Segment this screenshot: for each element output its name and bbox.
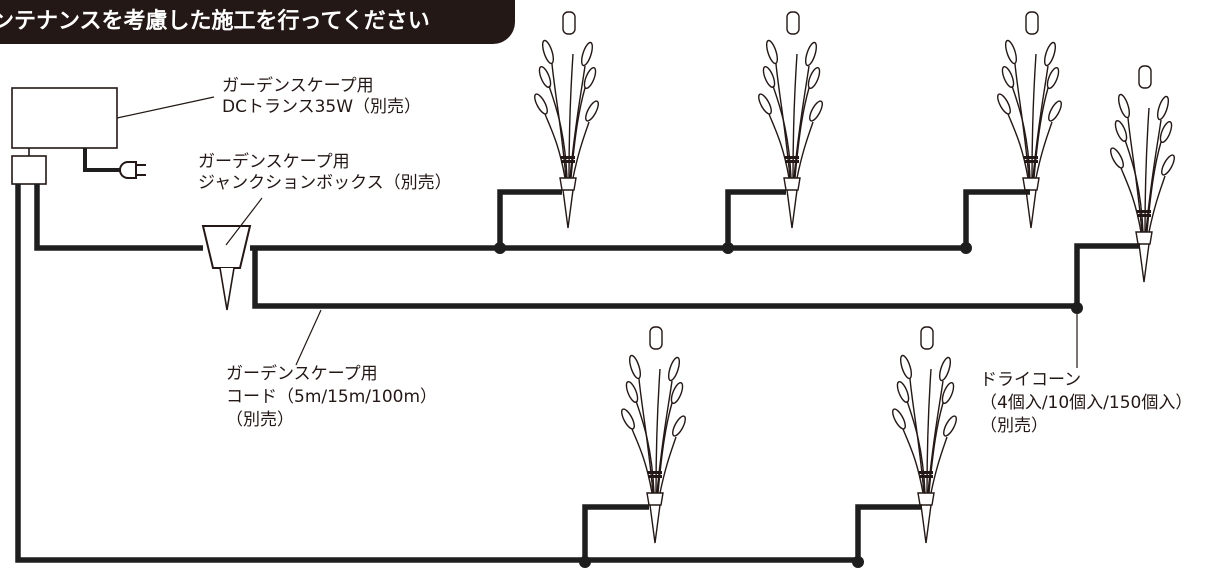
feeder-2 bbox=[725, 189, 786, 248]
cord-label-line1: ガーデンスケープ用 bbox=[226, 364, 378, 384]
junction-node bbox=[960, 242, 972, 254]
junction-node bbox=[494, 242, 506, 254]
junction-label-line2: ジャンクションボックス（別売） bbox=[198, 173, 452, 193]
dry-cone-label-line1: ドライコーン bbox=[980, 370, 1082, 390]
junction-node bbox=[1071, 302, 1083, 314]
cord-leader bbox=[295, 309, 322, 366]
feeder-5 bbox=[855, 504, 922, 560]
dry-cone-label-line2: （4個入/10個入/150個入） bbox=[980, 393, 1193, 413]
banner-text: ンテナンスを考慮した施工を行ってください bbox=[0, 9, 430, 34]
garden-stake-light-icon bbox=[994, 11, 1065, 229]
dc-transformer-box bbox=[11, 87, 118, 149]
power-plug-icon bbox=[119, 161, 146, 179]
garden-stake-light-icon bbox=[889, 326, 960, 544]
transformer-label: ガーデンスケープ用 DCトランス35W（別売） bbox=[222, 76, 421, 118]
cord-label: ガーデンスケープ用 コード（5m/15m/100m） （別売） bbox=[226, 363, 437, 432]
transformer-connector bbox=[11, 155, 47, 185]
feeder-1 bbox=[497, 189, 562, 248]
garden-stake-light-icon bbox=[1107, 65, 1178, 283]
cord-label-line2: コード（5m/15m/100m） bbox=[226, 387, 438, 407]
garden-stake-light-icon bbox=[755, 11, 826, 229]
wire-to-junction bbox=[34, 184, 203, 251]
dry-cone-label: ドライコーン （4個入/10個入/150個入） （別売） bbox=[980, 369, 1192, 438]
plug-cord bbox=[83, 148, 126, 172]
junction-box-label: ガーデンスケープ用 ジャンクションボックス（別売） bbox=[198, 152, 452, 194]
feeder-3 bbox=[963, 189, 1030, 248]
junction-node bbox=[852, 556, 864, 568]
bottom-wire bbox=[15, 184, 858, 563]
feeder-4 bbox=[582, 504, 649, 560]
transformer-label-line1: ガーデンスケープ用 bbox=[222, 76, 374, 96]
transformer-label-line2: DCトランス35W（別売） bbox=[222, 97, 422, 117]
junction-node bbox=[722, 242, 734, 254]
junction-leader bbox=[225, 197, 263, 246]
transformer-leader bbox=[116, 96, 215, 119]
junction-node bbox=[579, 556, 591, 568]
dry-cone-label-line3: （別売） bbox=[980, 416, 1048, 436]
lower-branch-wire bbox=[252, 243, 1140, 309]
garden-stake-light-icon bbox=[618, 326, 689, 544]
cord-label-line3: （別売） bbox=[226, 410, 294, 430]
junction-label-line1: ガーデンスケープ用 bbox=[198, 152, 350, 172]
junction-box-icon bbox=[201, 225, 252, 311]
garden-stake-light-icon bbox=[531, 11, 602, 229]
instruction-banner: ンテナンスを考慮した施工を行ってください bbox=[0, 0, 515, 44]
